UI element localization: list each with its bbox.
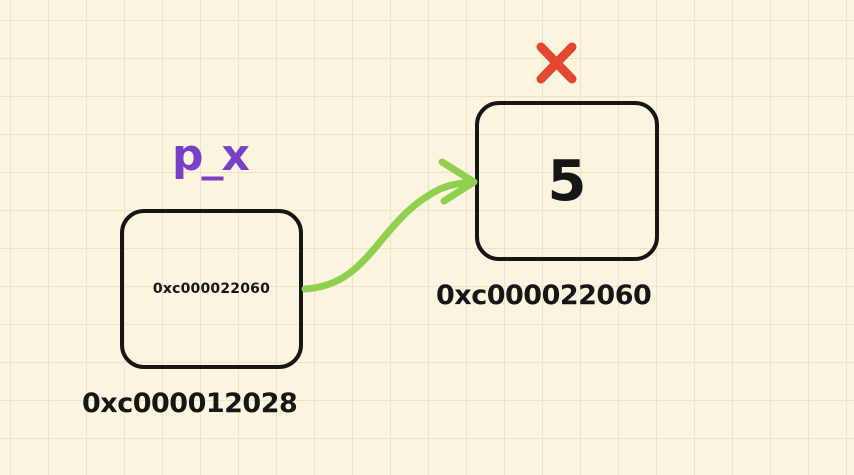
target-address-label: 0xc000022060 (436, 280, 652, 311)
arrow-icon (301, 158, 478, 293)
target-value: 5 (547, 148, 587, 214)
pointer-box: 0xc000022060 (120, 209, 303, 369)
pointer-variable-name: p_x (172, 130, 250, 181)
pointer-stored-address: 0xc000022060 (152, 281, 271, 297)
pointer-address-label: 0xc000012028 (82, 388, 298, 419)
cross-mark-icon (536, 42, 577, 84)
